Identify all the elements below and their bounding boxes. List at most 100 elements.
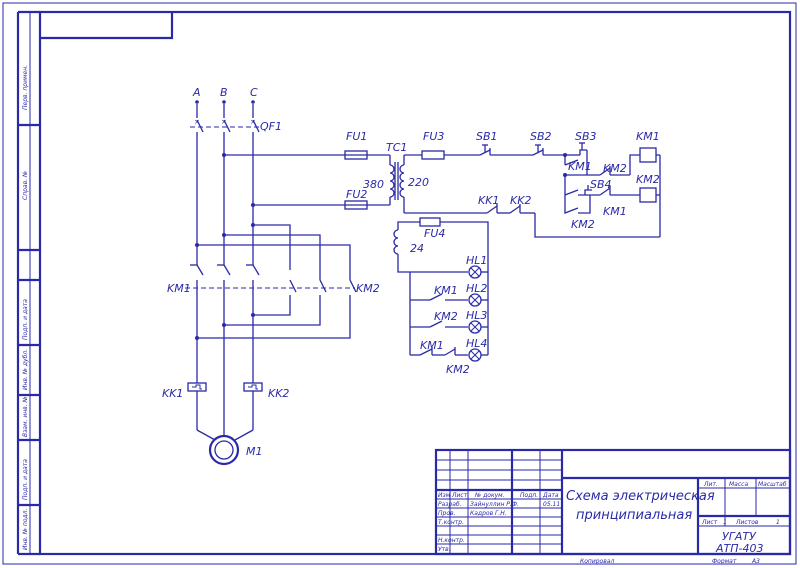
tb-date: 05.11 <box>543 501 560 508</box>
button-sb1 <box>479 144 491 156</box>
km1-main-contacts <box>190 264 260 340</box>
tb-lit: Лит. <box>703 481 718 488</box>
sb4-label: SB4 <box>590 178 612 191</box>
side-stamp-0: Перв. примен. <box>22 65 29 110</box>
km1-lamp4-label: KM1 <box>420 339 444 352</box>
lamp-hl1 <box>468 265 482 279</box>
lamp-hl4 <box>468 348 482 362</box>
tb-sheets: Листов <box>735 519 759 526</box>
tb-format-val: А3 <box>751 558 760 565</box>
tb-sheet-no: 1 <box>723 519 727 526</box>
motor-label: M1 <box>246 445 263 458</box>
coil-km1 <box>639 147 657 163</box>
kk2-power-label: KK2 <box>268 387 289 400</box>
fu2-label: FU2 <box>346 188 367 201</box>
side-stamp-4: Взам. инв. № <box>22 396 29 437</box>
fuse-fu3 <box>421 150 445 160</box>
side-stamp-2: Подп. и дата <box>22 299 29 340</box>
side-stamp-1: Справ. № <box>22 171 29 200</box>
primary-voltage: 380 <box>363 178 384 191</box>
km2-hold-label: KM2 <box>571 218 595 231</box>
tb-role-4: Н.контр. <box>438 537 465 544</box>
tc1-label: TC1 <box>386 141 407 154</box>
button-sb2 <box>532 144 544 156</box>
title-block: Изм Лист № докум. Подп. Дата Разраб. Про… <box>434 448 792 565</box>
tb-org: УГАТУ <box>722 530 757 543</box>
phase-label-b: B <box>220 86 228 99</box>
km1-power-label: KM1 <box>167 282 191 295</box>
phase-label-a: A <box>192 86 201 99</box>
hl3-label: HL3 <box>466 309 487 322</box>
transformer-tc1 <box>389 155 405 205</box>
svg-text:×: × <box>221 118 227 126</box>
hl2-label: HL2 <box>466 282 487 295</box>
fuse-fu1 <box>344 150 368 160</box>
tb-name-1: Кадров Г.Н. <box>470 510 507 517</box>
tb-role-2: Т.контр. <box>438 519 464 526</box>
tb-title-line2: принципиальная <box>576 508 692 523</box>
phase-label-c: C <box>250 86 258 99</box>
tb-head-4: Дата <box>542 492 559 499</box>
km2-interlock-label: KM2 <box>603 162 627 175</box>
tb-role-1: Пров. <box>438 510 456 517</box>
side-stamp-3: Инв. № дубл. <box>22 349 29 390</box>
coil-km1-label: KM1 <box>636 130 660 143</box>
tb-mass: Масса <box>729 481 748 488</box>
fuse-fu2 <box>344 200 368 210</box>
fuse-fu4 <box>419 217 441 227</box>
sheet-inner-frame <box>38 10 792 556</box>
control-circuit: FU1 FU2 TC1 380 220 FU3 SB1 <box>344 130 661 376</box>
kk1-contact-label: KK1 <box>478 194 499 207</box>
km2-lamp4-label: KM2 <box>446 363 470 376</box>
sb1-label: SB1 <box>476 130 498 143</box>
side-stamp-5: Подп. и дата <box>22 459 29 500</box>
svg-text:×: × <box>250 118 256 126</box>
tb-sheet: Лист <box>701 519 718 526</box>
tb-head-2: № докум. <box>474 492 505 499</box>
tb-head-3: Подп. <box>520 492 538 499</box>
km1-lamp-label: KM1 <box>434 284 458 297</box>
tb-format: Формат <box>712 558 737 565</box>
fu1-label: FU1 <box>346 130 367 143</box>
tb-title-line1: Схема электрическая <box>566 489 715 504</box>
motor-m1 <box>208 434 240 466</box>
km2-lamp-label: KM2 <box>434 310 458 323</box>
tb-name-0: Зайнуллин Р.Ф. <box>470 501 519 508</box>
km1-interlock-label: KM1 <box>603 205 627 218</box>
power-circuit: A B C ××× QF1 <box>162 86 390 466</box>
secondary-voltage: 220 <box>408 176 429 189</box>
tb-head-0: Изм <box>438 492 451 499</box>
sb3-label: SB3 <box>575 130 597 143</box>
fu4-label: FU4 <box>424 227 445 240</box>
thermal-relay-kk2 <box>243 382 263 392</box>
lamp-hl3 <box>468 320 482 334</box>
side-stamp-6: Инв. № подл. <box>22 509 29 550</box>
hl4-label: HL4 <box>466 337 487 350</box>
tb-role-5: Утв. <box>438 546 451 553</box>
tb-head-1: Лист <box>451 492 468 499</box>
lamp-hl2 <box>468 293 482 307</box>
aux-voltage: 24 <box>410 242 424 255</box>
tb-scale: Масштаб <box>758 481 787 488</box>
km2-main-contacts <box>195 279 357 340</box>
side-stamp-column: Перв. примен. Справ. № Подп. и дата Инв.… <box>16 10 40 556</box>
kk1-power-label: KK1 <box>162 387 183 400</box>
breaker-qf1: ××× <box>190 118 262 133</box>
button-sb4 <box>584 185 592 195</box>
tb-code: АТП-403 <box>715 542 763 555</box>
hl1-label: HL1 <box>466 254 487 267</box>
sb2-label: SB2 <box>530 130 552 143</box>
top-left-stamp-box <box>40 12 174 40</box>
km1-hold-label: KM1 <box>568 160 592 173</box>
coil-km2-label: KM2 <box>636 173 660 186</box>
breaker-label: QF1 <box>260 120 282 133</box>
tb-copied: Копировал <box>580 558 614 565</box>
tb-role-0: Разраб. <box>438 501 462 508</box>
coil-km2 <box>639 187 657 203</box>
kk2-contact-label: KK2 <box>510 194 531 207</box>
tb-sheets-no: 1 <box>776 519 780 526</box>
button-sb3 <box>579 142 587 155</box>
fu3-label: FU3 <box>423 130 444 143</box>
